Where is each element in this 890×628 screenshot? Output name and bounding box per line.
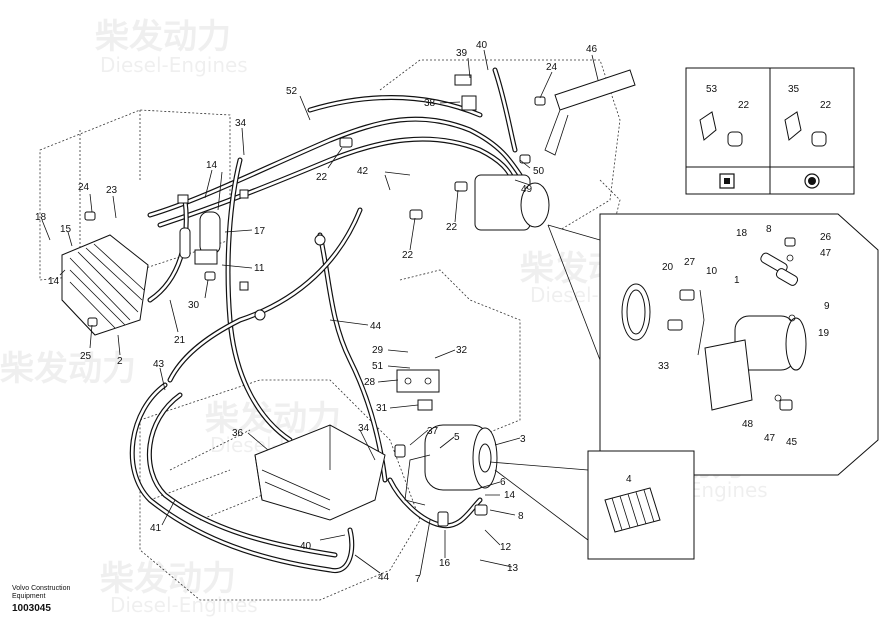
label-19: 19 [818,328,830,339]
label-33: 33 [658,361,670,372]
drawing-number: 1003045 [12,603,51,614]
detail-box-compressor [547,213,879,476]
label-43: 43 [153,359,165,370]
label-4: 4 [626,474,632,485]
label-26: 26 [820,232,832,243]
hose-routing [129,67,523,574]
label-44-mid: 44 [370,321,382,332]
label-27: 27 [684,257,696,268]
label-15: 15 [60,224,72,235]
round-nut-symbol [804,173,820,189]
label-20: 20 [662,262,674,273]
label-11: 11 [254,263,265,274]
label-18-left: 18 [35,212,47,223]
label-47-detail-bottom: 47 [764,433,776,444]
compressor [404,424,498,506]
brackets-and-clamps [177,69,636,411]
watermark-cn-6: 柴发动力 [0,349,136,389]
label-14-bottom: 14 [504,490,516,501]
label-24-left: 24 [78,182,90,193]
label-37: 37 [427,426,439,437]
label-5: 5 [454,432,460,443]
label-38: 38 [424,98,436,109]
label-12: 12 [500,542,512,553]
label-47-detail-top: 47 [820,248,832,259]
label-6: 6 [500,477,506,488]
label-49: 49 [521,184,533,195]
label-52: 52 [286,86,298,97]
legend-label-22-right: 22 [820,100,832,111]
label-21: 21 [174,335,186,346]
condenser [61,234,149,336]
legend-label-35: 35 [788,84,800,95]
label-40-top: 40 [476,40,488,51]
label-25: 25 [80,351,92,362]
label-48: 48 [742,419,754,430]
evaporator-unit [254,424,386,521]
label-32: 32 [456,345,468,356]
bolts [84,96,546,527]
label-9: 9 [824,301,830,312]
label-36: 36 [232,428,244,439]
label-34-bottom: 34 [358,423,370,434]
watermark-cn-5: 柴发动力 [100,559,236,599]
watermark-cn-1: 柴发动力 [95,17,231,57]
label-17: 17 [254,226,266,237]
label-7: 7 [415,574,421,585]
label-28: 28 [364,377,376,388]
label-39: 39 [456,48,468,59]
label-22-c: 22 [402,250,414,261]
label-8-detail: 8 [766,224,772,235]
label-14-mid: 14 [206,160,218,171]
label-22-b: 22 [446,222,458,233]
label-24-top: 24 [546,62,558,73]
label-51: 51 [372,361,384,372]
label-8-bottom: 8 [518,511,524,522]
label-41: 41 [150,523,162,534]
label-13: 13 [507,563,519,574]
square-nut-symbol [719,173,735,189]
watermark-latin-1: Diesel-Engines [100,53,248,77]
label-45: 45 [786,437,798,448]
legend-label-53: 53 [706,84,718,95]
label-3: 3 [520,434,526,445]
label-31: 31 [376,403,388,414]
label-50: 50 [533,166,545,177]
label-10: 10 [706,266,718,277]
label-42: 42 [357,166,369,177]
label-16: 16 [439,558,451,569]
label-2: 2 [117,356,123,367]
company-caption: Volvo Construction Equipment [12,585,71,600]
legend-label-22-left: 22 [738,100,750,111]
receiver-drier [179,211,221,265]
detail-box-coupling [489,450,695,560]
label-29: 29 [372,345,384,356]
label-22-a: 22 [316,172,328,183]
label-1: 1 [734,275,740,286]
label-34-top: 34 [235,118,247,129]
label-46: 46 [586,44,598,55]
label-14-left: 14 [48,276,60,287]
watermark-latin-5: Diesel-Engines [110,593,258,617]
legend-box: 53 22 35 22 [685,67,855,195]
label-30: 30 [188,300,200,311]
label-23: 23 [106,185,118,196]
leader-lines [41,49,599,576]
label-18-detail: 18 [736,228,748,239]
part-labels: 39 40 46 24 38 52 34 22 50 49 42 22 22 2… [35,40,832,585]
label-44-bottom: 44 [378,572,390,583]
label-40-bottom: 40 [300,541,312,552]
